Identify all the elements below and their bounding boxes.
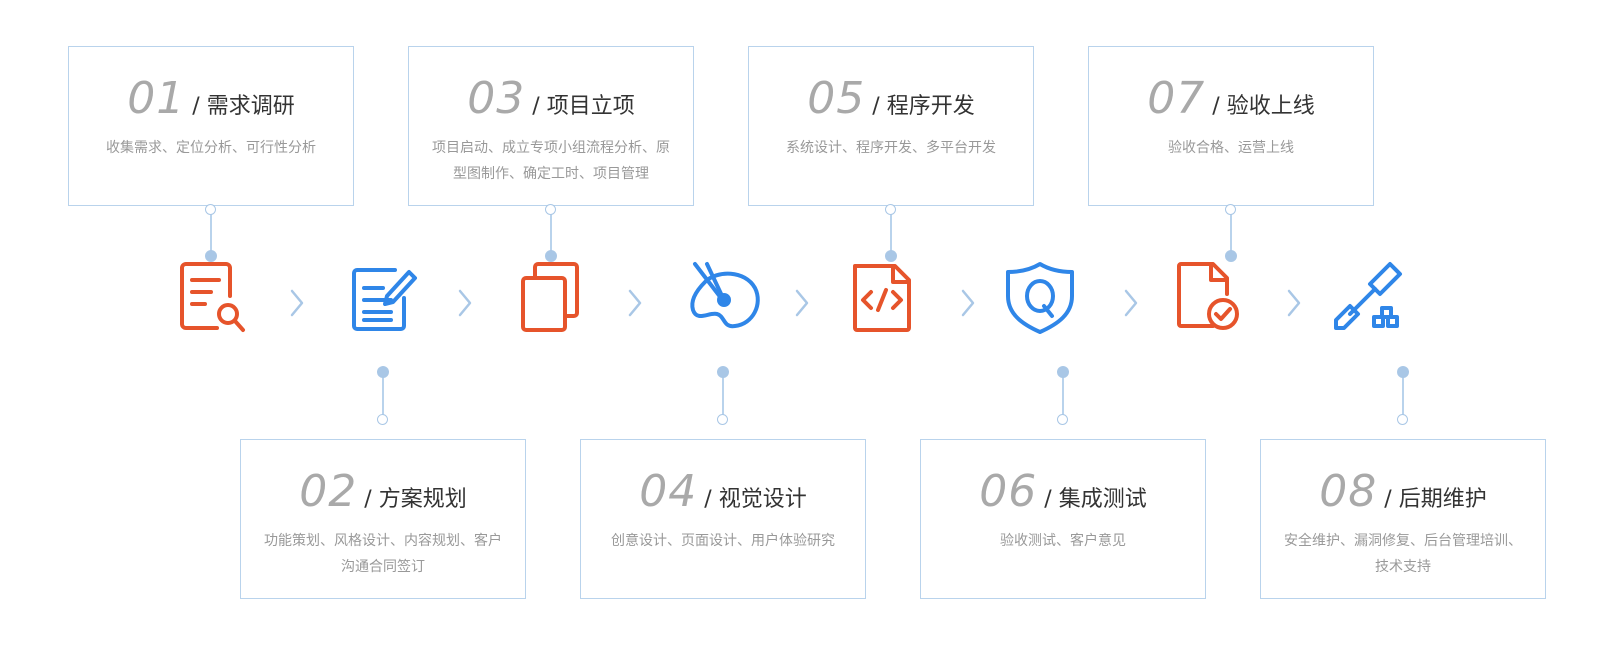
document-search-icon [171,258,251,338]
chevron-right-icon [1284,287,1304,319]
separator: / [192,94,200,119]
paint-palette-icon [683,258,763,338]
step-title: 集成测试 [1058,487,1147,512]
step-description: 创意设计、页面设计、用户体验研究 [611,533,835,549]
connector-06 [1056,366,1070,426]
step-number: 03 [467,73,526,124]
step-title: 项目立项 [546,94,635,119]
step-description: 安全维护、漏洞修复、后台管理培训、技术支持 [1284,533,1522,575]
separator: / [1212,94,1220,119]
step-card-02: 02 / 方案规划 功能策划、风格设计、内容规划、客户沟通合同签订 [240,439,526,599]
connector-02 [376,366,390,426]
code-file-icon [843,258,923,338]
chevron-right-icon [625,287,645,319]
connector-03 [544,204,558,262]
separator: / [532,94,540,119]
step-description: 验收测试、客户意见 [1000,533,1126,549]
chevron-right-icon [1121,287,1141,319]
step-description: 验收合格、运营上线 [1168,140,1294,156]
step-card-01: 01 / 需求调研 收集需求、定位分析、可行性分析 [68,46,354,206]
file-check-icon [1169,258,1249,338]
separator: / [872,94,880,119]
step-title: 方案规划 [378,487,467,512]
step-number: 07 [1147,73,1206,124]
step-number: 06 [979,466,1038,517]
step-card-03: 03 / 项目立项 项目启动、成立专项小组流程分析、原型图制作、确定工时、项目管… [408,46,694,206]
step-number: 02 [299,466,358,517]
step-number: 05 [807,73,866,124]
step-title: 后期维护 [1398,487,1487,512]
shield-q-icon [1000,258,1080,338]
step-description: 收集需求、定位分析、可行性分析 [106,140,316,156]
step-card-07: 07 / 验收上线 验收合格、运营上线 [1088,46,1374,206]
screwdriver-tool-icon [1328,258,1408,338]
separator: / [1384,487,1392,512]
step-title: 视觉设计 [718,487,807,512]
chevron-right-icon [958,287,978,319]
chevron-right-icon [455,287,475,319]
step-number: 04 [639,466,698,517]
separator: / [704,487,712,512]
step-card-06: 06 / 集成测试 验收测试、客户意见 [920,439,1206,599]
step-card-04: 04 / 视觉设计 创意设计、页面设计、用户体验研究 [580,439,866,599]
step-title: 程序开发 [886,94,975,119]
edit-document-icon [343,258,423,338]
step-card-05: 05 / 程序开发 系统设计、程序开发、多平台开发 [748,46,1034,206]
separator: / [364,487,372,512]
step-number: 01 [127,73,186,124]
connector-07 [1224,204,1238,262]
step-card-08: 08 / 后期维护 安全维护、漏洞修复、后台管理培训、技术支持 [1260,439,1546,599]
step-description: 项目启动、成立专项小组流程分析、原型图制作、确定工时、项目管理 [432,140,670,182]
connector-01 [204,204,218,262]
step-description: 功能策划、风格设计、内容规划、客户沟通合同签订 [264,533,502,575]
chevron-right-icon [792,287,812,319]
separator: / [1044,487,1052,512]
chevron-right-icon [287,287,307,319]
connector-08 [1396,366,1410,426]
connector-04 [716,366,730,426]
step-title: 验收上线 [1226,94,1315,119]
step-title: 需求调研 [206,94,295,119]
connector-05 [884,204,898,262]
step-description: 系统设计、程序开发、多平台开发 [786,140,996,156]
step-number: 08 [1319,466,1378,517]
copy-pages-icon [511,258,591,338]
